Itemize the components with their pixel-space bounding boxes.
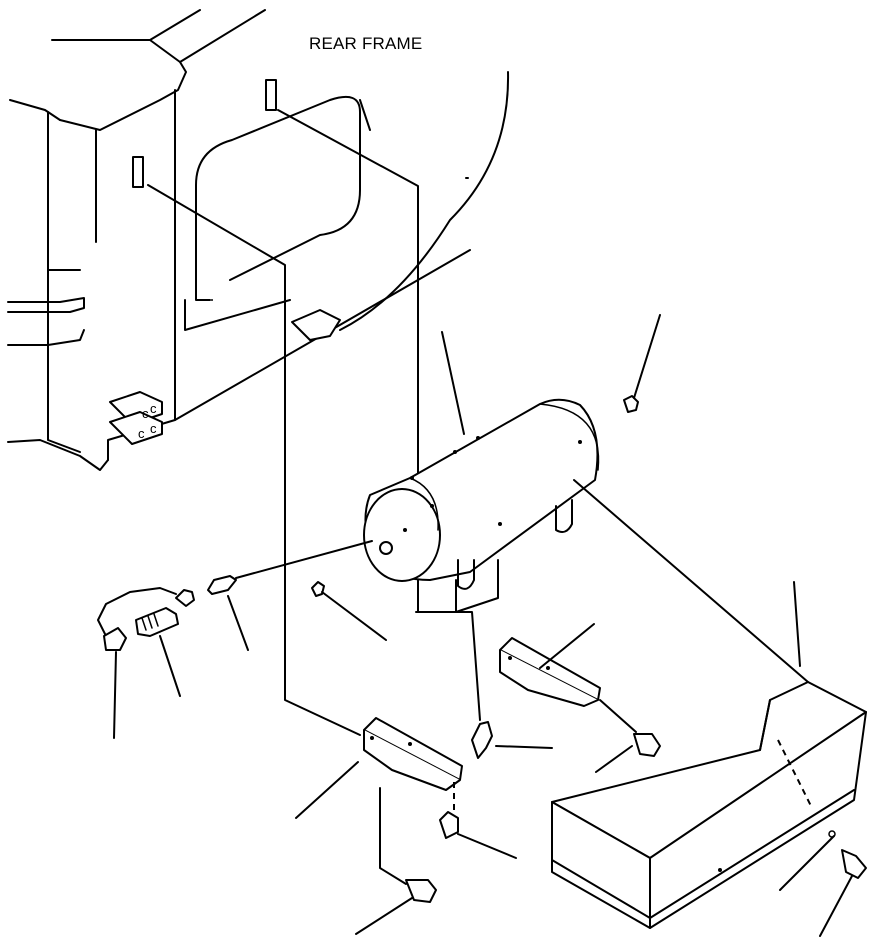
svg-text:c: c (150, 421, 157, 436)
rear-frame: c c c c (7, 9, 510, 736)
step-box (551, 479, 867, 929)
diagram-title: REAR FRAME (309, 34, 423, 53)
svg-text:c: c (142, 406, 149, 421)
callout-leaders (113, 177, 853, 937)
fittings-hose (97, 540, 373, 651)
mounting-brackets (363, 611, 867, 903)
svg-text:c: c (138, 426, 145, 441)
air-tank (311, 395, 639, 613)
svg-text:c: c (150, 401, 157, 416)
